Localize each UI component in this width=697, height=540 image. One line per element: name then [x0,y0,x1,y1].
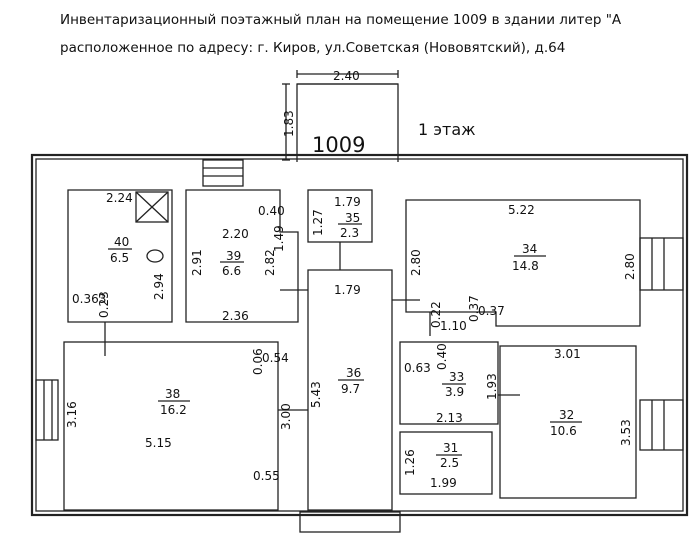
room-40: 40 6.5 [108,235,132,265]
room-33-id: 33 [449,370,464,384]
dim-label: 0.22 [429,301,443,328]
room-32-id: 32 [559,408,574,422]
room-40-outline [67,189,173,323]
dim-label: 0.55 [253,469,280,483]
dim-label: 2.80 [623,253,637,280]
dim-label: 5.15 [145,436,172,450]
window-top [202,159,244,187]
room-32-outline [499,345,637,499]
dim-label: 5.43 [309,381,323,408]
dim-label: 0.37 [478,304,505,318]
room-39-outline [185,189,299,323]
bottom-entrance [299,511,401,533]
dim-label: 1.27 [311,209,325,236]
dim-label: 3.01 [554,347,581,361]
dim-label: 2.36 [222,309,249,323]
dim-label: 2.80 [409,249,423,276]
room-31-outline [399,431,493,495]
plan-address: расположенное по адресу: г. Киров, ул.Со… [60,40,566,56]
room-39: 39 6.6 [220,249,244,278]
dim-label: 1.83 [282,110,296,137]
window-left [35,379,59,441]
room-33: 33 3.9 [442,370,466,399]
room-40-id: 40 [114,235,129,249]
room-35-id: 35 [345,211,360,225]
dim-label: 2.24 [106,191,133,205]
dim-label: 1.49 [272,225,286,252]
toilet-icon [146,249,164,263]
window-right-lower [639,399,684,451]
dim-label: 1.99 [430,476,457,490]
room-35-area: 2.3 [340,226,359,240]
dim-label: 0.37 [467,295,481,322]
porch [282,70,399,162]
outer-wall [30,153,689,517]
dim-label: 0.63 [404,361,431,375]
room-33-area: 3.9 [445,385,464,399]
room-34-outline [405,199,641,327]
dim-label: 1.26 [403,449,417,476]
dim-label: 2.82 [263,249,277,276]
room-36: 36 9.7 [338,366,364,396]
dim-label: 1.79 [334,283,361,297]
room-38-area: 16.2 [160,403,187,417]
room-31-area: 2.5 [440,456,459,470]
dim-label: 2.20 [222,227,249,241]
dim-label: 0.363 [72,292,106,306]
room-34-area: 14.8 [512,259,539,273]
room-34: 34 14.8 [512,242,546,273]
room-36-outline [307,269,393,511]
premises-number: 1009 [312,133,365,157]
room-35: 35 2.3 [338,211,362,240]
dim-label: 1.79 [334,195,361,209]
dim-label: 0.40 [435,343,449,370]
room-36-area: 9.7 [341,382,360,396]
window-right-upper [639,237,684,291]
room-39-area: 6.6 [222,264,241,278]
dim-label: 2.40 [333,69,360,83]
room-33-outline [399,341,499,425]
dim-label: 1.93 [485,373,499,400]
room-34-id: 34 [522,242,537,256]
room-40-area: 6.5 [110,251,129,265]
room-32-area: 10.6 [550,424,577,438]
room-38-outline [63,341,279,511]
dim-label: 2.94 [152,273,166,300]
dimension-labels: 2.40 2.24 0.363 0.40 2.20 2.36 1.79 1.79… [72,69,581,490]
dim-label: 1.10 [440,319,467,333]
dim-label: 3.00 [279,403,293,430]
room-38: 38 16.2 [158,387,190,417]
outer-wall-inner [35,158,684,512]
room-39-id: 39 [226,249,241,263]
dim-label: 2.13 [436,411,463,425]
room-36-id: 36 [346,366,361,380]
dim-label: 5.22 [508,203,535,217]
dimension-labels-vertical: 1.83 2.94 0.23 2.91 2.82 1.49 1.27 2.80 … [65,110,637,476]
dim-label: 0.40 [258,204,285,218]
room-31-id: 31 [443,441,458,455]
dim-label: 0.54 [262,351,289,365]
room-32: 32 10.6 [550,408,582,438]
plan-title: Инвентаризационный поэтажный план на пом… [60,12,622,28]
floor-label: 1 этаж [418,120,476,139]
dim-label: 0.23 [97,291,111,318]
room-38-id: 38 [165,387,180,401]
dim-label: 3.16 [65,401,79,428]
dim-label: 2.91 [190,249,204,276]
shaft-box [135,191,169,223]
dim-label: 3.53 [619,419,633,446]
dim-label: 0.06 [251,348,265,375]
room-31: 31 2.5 [436,441,462,470]
